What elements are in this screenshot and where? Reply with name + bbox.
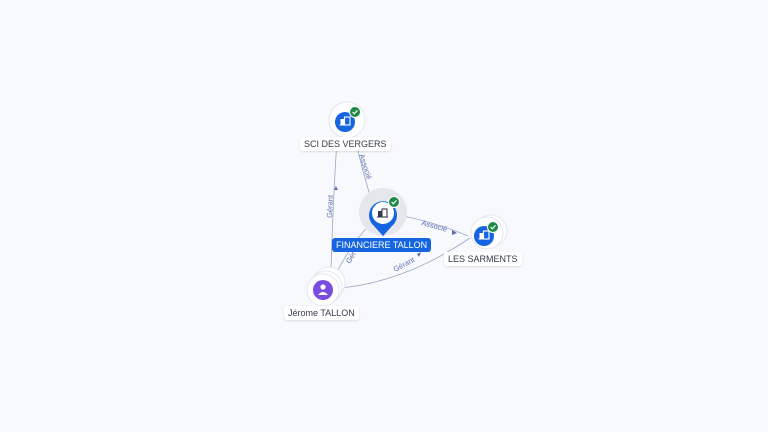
node-sarments[interactable] (470, 214, 508, 250)
node-sci[interactable] (328, 101, 366, 139)
verified-check-icon (388, 196, 400, 208)
company-icon (377, 208, 388, 218)
node-person[interactable] (306, 266, 346, 307)
edge-label-center-sarments: Associé (420, 218, 448, 233)
verified-check-icon (487, 221, 499, 233)
node-center[interactable] (359, 188, 407, 236)
node-label-center[interactable]: FINANCIERE TALLON (332, 238, 432, 252)
verified-check-icon (349, 106, 361, 118)
edge-person-sci[interactable] (330, 139, 338, 271)
arrow-icon (452, 230, 457, 235)
company-icon (478, 230, 490, 240)
edge-label-person-sci: Gérant (325, 194, 335, 218)
node-label-person[interactable]: Jérome TALLON (284, 306, 359, 320)
node-label-sarments[interactable]: LES SARMENTS (444, 252, 522, 266)
company-icon (339, 116, 351, 126)
node-label-sci[interactable]: SCI DES VERGERS (300, 137, 391, 151)
arrow-icon (417, 252, 421, 257)
edge-label-center-sci: Associé (357, 153, 374, 181)
edge-label-person-sarments: Gérant (392, 255, 417, 274)
arrow-icon (334, 186, 338, 190)
edge-person-sarments[interactable] (339, 237, 471, 289)
person-icon (318, 284, 328, 295)
